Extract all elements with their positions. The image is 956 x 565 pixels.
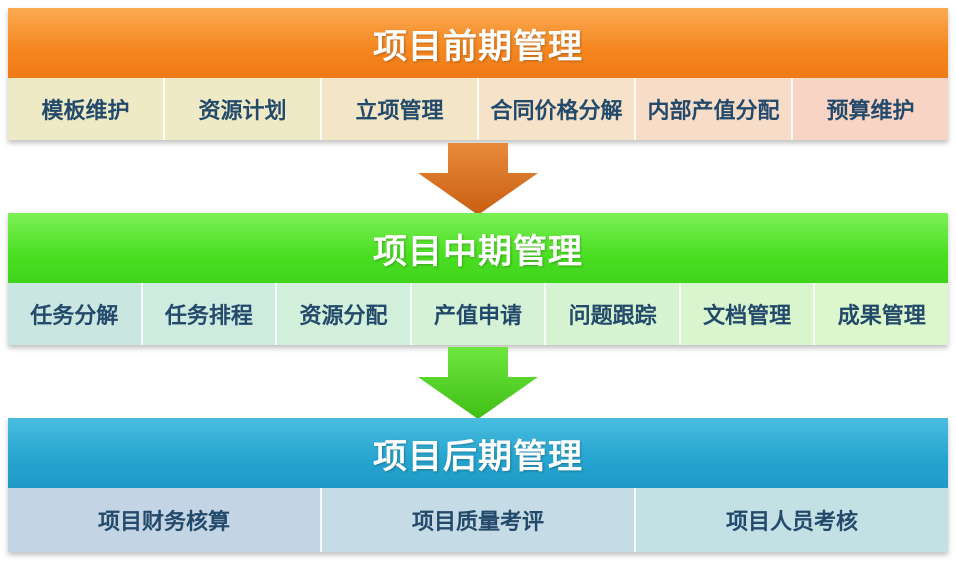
phase-early-title: 项目前期管理 [8,8,948,78]
down-arrow-icon [418,143,538,215]
item-issue-tracking: 问题跟踪 [546,283,681,345]
item-task-scheduling: 任务排程 [142,283,278,345]
phase-mid-items: 任务分解 任务排程 资源分配 产值申请 问题跟踪 文档管理 成果管理 [8,283,949,345]
item-resource-plan: 资源计划 [165,78,322,140]
item-budget-maintenance: 预算维护 [793,78,948,140]
item-project-financial-accounting: 项目财务核算 [8,488,322,552]
item-resource-allocation: 资源分配 [277,283,412,345]
down-arrow-icon [418,347,538,419]
phase-late-management: 项目后期管理 项目财务核算 项目质量考评 项目人员考核 [8,418,948,552]
item-internal-output-allocation: 内部产值分配 [636,78,793,140]
item-deliverable-management: 成果管理 [815,283,949,345]
phase-late-items: 项目财务核算 项目质量考评 项目人员考核 [8,488,948,552]
phase-mid-management: 项目中期管理 任务分解 任务排程 资源分配 产值申请 问题跟踪 文档管理 成果管… [8,213,949,345]
phase-mid-title: 项目中期管理 [8,213,948,283]
item-project-quality-evaluation: 项目质量考评 [322,488,636,552]
item-contract-price-breakdown: 合同价格分解 [479,78,636,140]
phase-early-management: 项目前期管理 模板维护 资源计划 立项管理 合同价格分解 内部产值分配 预算维护 [8,8,948,140]
item-template-maintenance: 模板维护 [8,78,165,140]
item-document-management: 文档管理 [680,283,816,345]
item-project-personnel-assessment: 项目人员考核 [636,488,948,552]
phase-early-items: 模板维护 资源计划 立项管理 合同价格分解 内部产值分配 预算维护 [8,78,948,140]
phase-late-title: 项目后期管理 [8,418,948,488]
item-output-application: 产值申请 [411,283,547,345]
item-project-approval: 立项管理 [322,78,479,140]
item-task-breakdown: 任务分解 [8,283,143,345]
